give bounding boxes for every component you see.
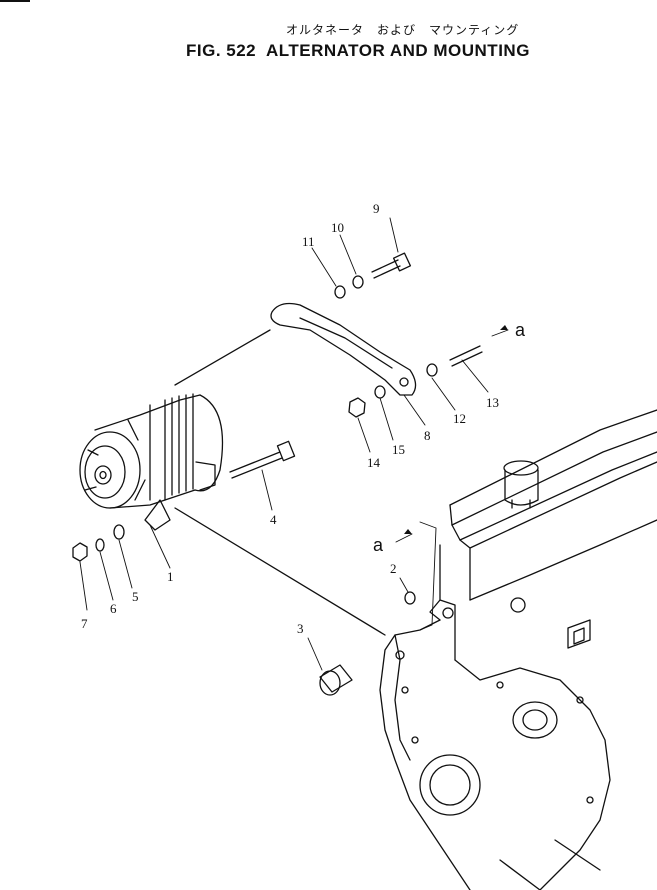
washer bbox=[95, 538, 105, 552]
callout-4: 4 bbox=[270, 512, 277, 527]
washer bbox=[404, 591, 416, 605]
callout-9: 9 bbox=[373, 201, 380, 216]
washer bbox=[113, 524, 125, 540]
washer bbox=[334, 285, 346, 299]
callout-15: 15 bbox=[392, 442, 405, 457]
alternator bbox=[79, 393, 224, 531]
bolt bbox=[371, 252, 412, 279]
callout-7: 7 bbox=[81, 616, 88, 631]
callout-5: 5 bbox=[132, 589, 139, 604]
callout-13: 13 bbox=[486, 395, 499, 410]
long-bolt bbox=[229, 440, 296, 479]
arrowhead bbox=[404, 529, 412, 534]
figure-title-japanese: オルタネータ および マウンティング bbox=[286, 23, 520, 37]
connector-label-a-upper: a bbox=[515, 320, 526, 340]
washer bbox=[374, 385, 386, 399]
nut bbox=[348, 397, 366, 418]
callout-12: 12 bbox=[453, 411, 466, 426]
engine-block bbox=[379, 409, 657, 890]
callout-8: 8 bbox=[424, 428, 431, 443]
spacer bbox=[319, 664, 353, 696]
washer bbox=[352, 275, 364, 289]
nut bbox=[426, 363, 438, 377]
corner-mark bbox=[0, 0, 30, 2]
callout-2: 2 bbox=[390, 561, 397, 576]
figure-title: FIG. 522 ALTERNATOR AND MOUNTING bbox=[186, 41, 530, 60]
stud bbox=[449, 345, 483, 367]
callout-6: 6 bbox=[110, 601, 117, 616]
callout-3: 3 bbox=[297, 621, 304, 636]
leader-lines bbox=[79, 217, 509, 671]
callout-1: 1 bbox=[167, 569, 174, 584]
connector-label-a-lower: a bbox=[373, 535, 384, 555]
assembly-line bbox=[174, 329, 271, 386]
adjusting-bracket bbox=[270, 302, 417, 396]
arrowhead bbox=[500, 325, 508, 330]
assembly-line bbox=[174, 507, 386, 636]
callout-10: 10 bbox=[331, 220, 344, 235]
nut bbox=[72, 542, 88, 562]
callout-14: 14 bbox=[367, 455, 381, 470]
callout-11: 11 bbox=[302, 234, 315, 249]
